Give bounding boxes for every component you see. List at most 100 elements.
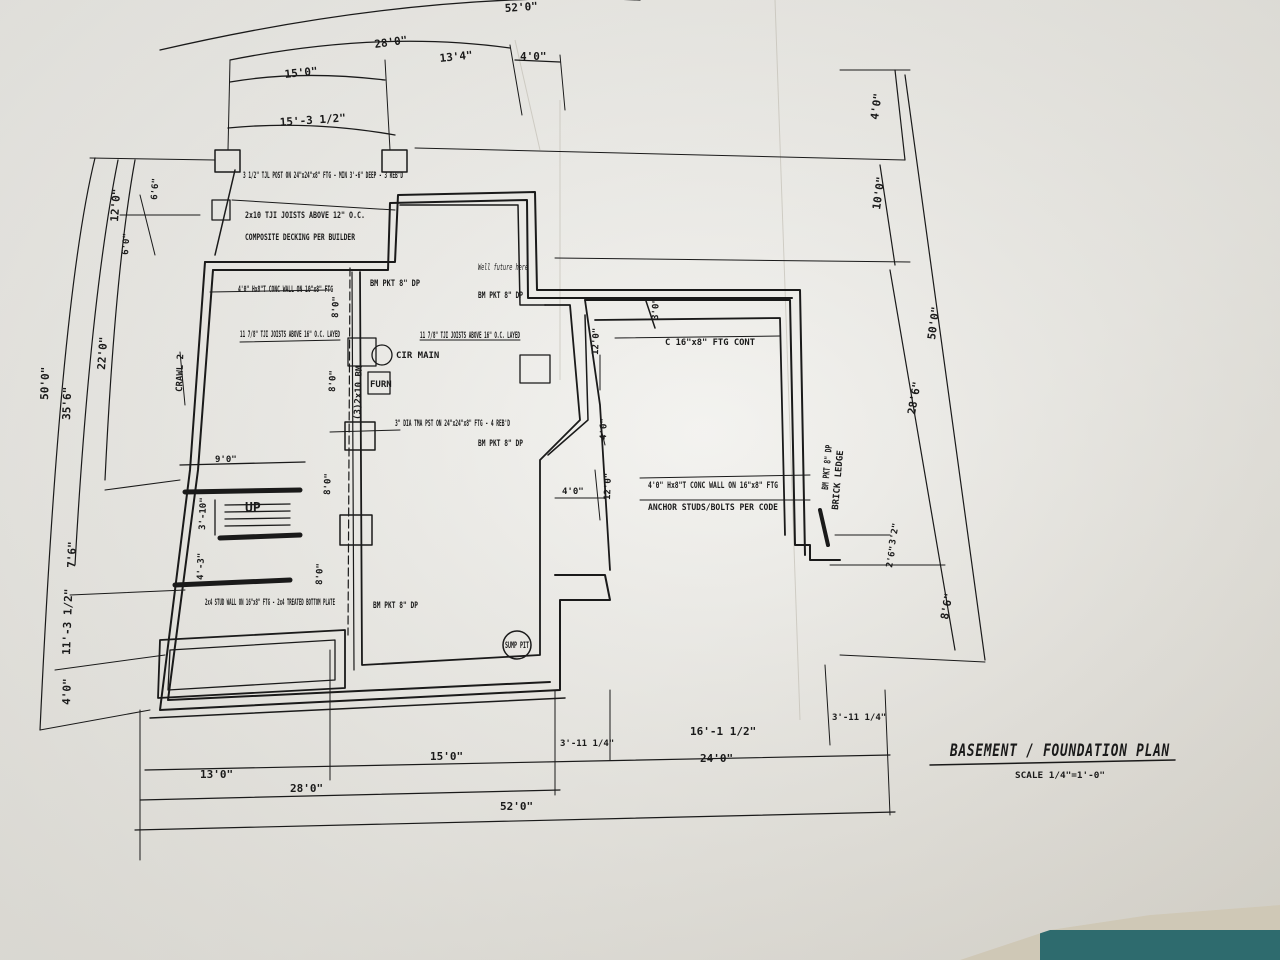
dim-right-3-2: 3'2" (888, 522, 902, 545)
dim-top-4: 4'0" (520, 50, 547, 63)
dim-top-15: 15'0" (284, 65, 318, 81)
note-tji-joists-top: 2x10 TJI JOISTS ABOVE 12" O.C. (245, 211, 365, 221)
dim-line-right-50 (904, 74, 986, 661)
dim-top-15-3: 15'-3 1/2" (279, 111, 346, 129)
dim-left-6-6: 6'6" (150, 178, 161, 200)
note-handwritten: Well future here (478, 263, 528, 273)
note-cir-main: CIR MAIN (396, 351, 439, 361)
dim-line-top-28 (229, 40, 511, 61)
dim-line-bottom-52 (134, 811, 896, 831)
note-steel-post: 3" DIA TMA PST ON 24"x24"x8" FTG - 4 REB… (395, 419, 510, 429)
note-composite-decking: COMPOSITE DECKING PER BUILDER (245, 233, 355, 243)
dim-inner-4-3: 4'-3" (196, 553, 207, 580)
dim-line-top-4 (514, 59, 561, 63)
beam-line (347, 267, 351, 636)
dim-right-4: 4'0" (868, 92, 885, 120)
stairs (172, 461, 306, 588)
dim-bottom-24: 24'0" (700, 752, 733, 765)
note-bm-pkt-4: BM PKT 8" DP (373, 601, 418, 611)
post-footing-2 (344, 421, 376, 451)
dim-inner-9: 9'0" (215, 455, 237, 465)
dim-top-52: 52'0" (504, 0, 538, 15)
dim-right-8-6: 8'6" (938, 592, 955, 620)
note-bm-pkt-3: BM PKT 8" DP (478, 439, 523, 449)
dim-inner-12a: 12'0" (591, 328, 602, 355)
dim-bottom-3-11a: 3'-11 1/4" (560, 739, 614, 749)
dim-line-left-22 (104, 159, 136, 481)
dim-inner-12b: 12'0" (603, 473, 614, 500)
dim-inner-8b: 8'0" (328, 370, 339, 392)
dim-bottom-13: 13'0" (200, 768, 233, 781)
dim-left-50: 50'0" (38, 367, 52, 401)
notes: 3 1/2" TJL POST ON 24"x24"x8" FTG - MIN … (175, 171, 846, 651)
title-block: BASEMENT / FOUNDATION PLAN SCALE 1/4"=1'… (949, 741, 1170, 781)
dim-bottom-15: 15'0" (430, 750, 463, 763)
dim-right-2-6: 2'6" (885, 545, 899, 568)
note-joists-1: 11 7/8" TJI JOISTS ABOVE 16" O.C. LAYED (240, 330, 340, 340)
dim-inner-8d: 8'0" (315, 563, 326, 585)
note-conc-wall-left: 4'0" Hx8"T CONC WALL ON 10"x8" FTG (238, 285, 333, 295)
note-sump: SUMP PIT (505, 641, 529, 651)
dim-line-left-35 (74, 159, 119, 566)
dim-top-28: 28'0" (374, 33, 409, 50)
dim-right-50: 50'0" (925, 306, 942, 341)
dim-line-top-15 (229, 74, 386, 83)
note-joists-2: 11 7/8" TJI JOISTS ABOVE 16" O.C. LAYED (420, 331, 520, 341)
note-conc-wall-right: 4'0" Hx8"T CONC WALL ON 16"x8" FTG (648, 481, 778, 491)
paper-folds (514, 0, 801, 721)
dim-inner-4b: 4'0" (599, 418, 610, 440)
dim-bottom-52: 52'0" (500, 800, 533, 813)
cir-main (371, 344, 393, 366)
dim-left-11-3: 11'-3 1/2" (60, 588, 75, 655)
note-crawl: CRAWL 2 (175, 354, 186, 392)
dim-line-right-28 (889, 269, 956, 651)
dim-top-13-4: 13'4" (439, 49, 473, 65)
dimension-labels: 52'0" 28'0" 13'4" 4'0" 15'0" 15'-3 1/2" … (38, 0, 956, 813)
dim-bottom-16-1: 16'-1 1/2" (690, 725, 756, 738)
post-footing-3 (339, 514, 373, 546)
drawing-title: BASEMENT / FOUNDATION PLAN (949, 741, 1170, 761)
dim-line-bottom-15 (144, 754, 891, 771)
furnace (367, 371, 391, 395)
dim-line-right-4 (894, 69, 906, 161)
dim-right-10: 10'0" (870, 176, 887, 211)
post-footing-4 (519, 354, 551, 384)
dim-inner-4: 4'0" (562, 487, 584, 497)
note-up: UP (245, 501, 261, 516)
note-post-footing: 3 1/2" TJL POST ON 24"x24"x8" FTG - MIN … (243, 171, 403, 181)
foundation-outer-left (204, 191, 806, 556)
dim-inner-8c: 8'0" (323, 473, 334, 495)
dim-line-top-52 (159, 0, 641, 51)
note-stud-wall: 2x4 STUD WALL ON 16"x8" FTG - 2x4 TREATE… (205, 598, 335, 608)
dim-line-bottom-28 (139, 789, 561, 801)
dim-left-35: 35'6" (60, 387, 74, 421)
dim-bottom-28: 28'0" (290, 782, 323, 795)
dim-inner-3-10: 3'-10" (198, 497, 209, 530)
note-beam: (3)2x10 BM (353, 365, 365, 420)
note-bm-pkt-5: BM PKT 8" DP (821, 444, 835, 490)
deck-post-left (214, 149, 241, 173)
note-furn: FURN (370, 380, 392, 390)
dim-left-22: 22'0" (95, 336, 110, 370)
dim-inner-3: 3'0" (651, 298, 662, 320)
dim-line-left-50 (39, 157, 96, 731)
linework (39, 0, 1176, 861)
note-anchor: ANCHOR STUDS/BOLTS PER CODE (648, 503, 778, 513)
dim-left-4: 4'0" (60, 678, 74, 705)
post-footing-1 (347, 337, 377, 367)
dim-inner-8a: 8'0" (331, 296, 342, 318)
dim-line-right-10 (879, 164, 896, 266)
sump-pit (502, 630, 532, 660)
dim-right-28: 28'6" (905, 381, 924, 416)
deck-post-right (381, 149, 408, 173)
drawing-scale: SCALE 1/4"=1'-0" (1015, 771, 1105, 781)
carpet-corner (1040, 930, 1280, 960)
note-cont-footing: C 16"x8" FTG CONT (665, 338, 756, 348)
dim-left-12: 12'0" (108, 188, 123, 222)
note-bm-pkt-1: BM PKT 8" DP (370, 279, 420, 289)
dim-bottom-3-11b: 3'-11 1/4" (832, 713, 886, 723)
dim-line-top-15-3 (227, 124, 396, 136)
dim-left-7-6: 7'6" (65, 541, 79, 568)
